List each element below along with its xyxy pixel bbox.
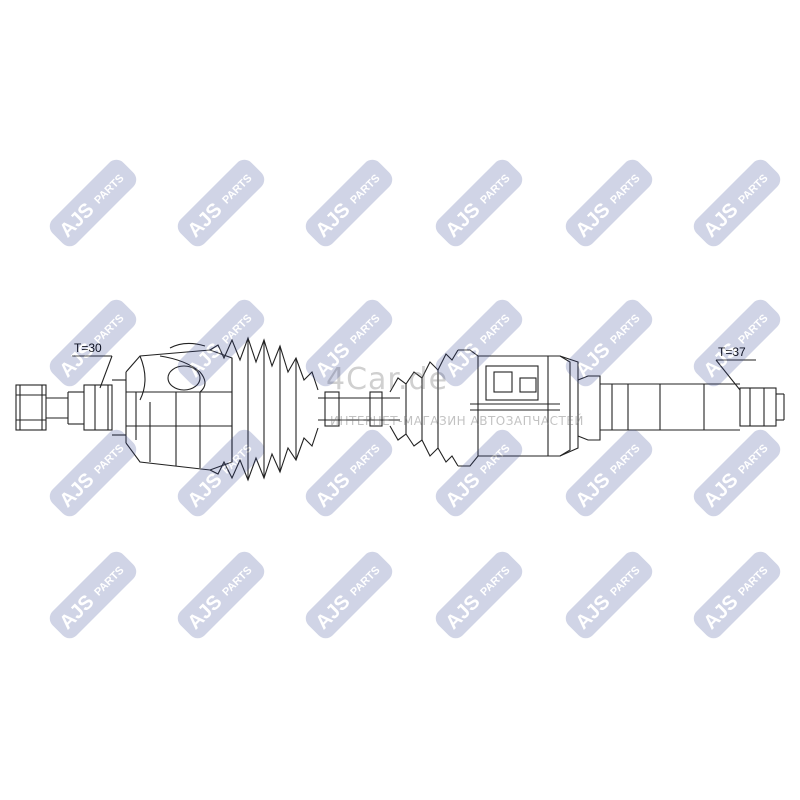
site-watermark: 4Car.de	[326, 362, 449, 397]
left-stub-shaft	[46, 372, 127, 443]
left-spline-label: T=30	[74, 341, 102, 355]
right-spline-label: T=37	[718, 345, 746, 359]
outer-cv-joint	[125, 342, 233, 471]
center-shaft	[318, 391, 400, 427]
inner-boot	[389, 349, 459, 467]
right-leader-line	[715, 359, 756, 391]
inner-cv-joint	[458, 349, 579, 467]
left-nut	[15, 384, 47, 431]
left-leader-line	[72, 355, 113, 389]
right-stub-shaft	[577, 375, 785, 441]
outer-boot	[209, 336, 319, 482]
site-watermark-tagline: ИНТЕРНЕТ-МАГАЗИН АВТОЗАПЧАСТЕЙ	[330, 414, 584, 428]
